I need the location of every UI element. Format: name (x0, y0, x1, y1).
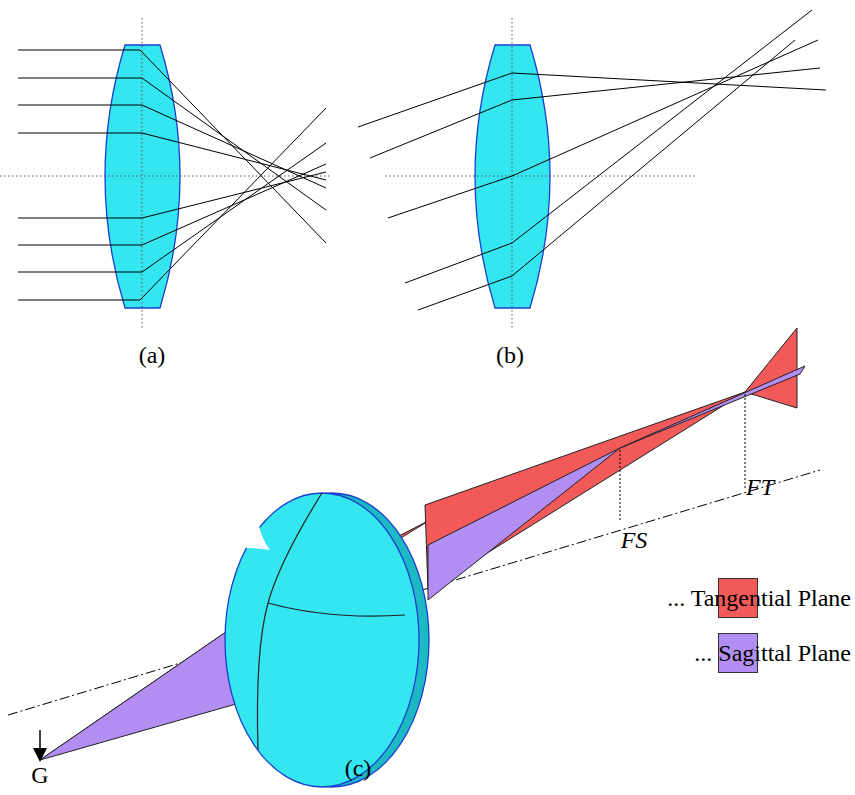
legend-text: ... Sagittal Plane (694, 640, 851, 666)
panel-c (8, 328, 820, 787)
legend-text: ... Tangential Plane (667, 585, 851, 611)
panel-label: (c) (345, 755, 372, 781)
panel-label: (a) (139, 342, 166, 368)
focus-label: FT (746, 474, 774, 500)
panel-a (0, 18, 330, 330)
panel-label: (b) (496, 342, 524, 368)
panel-b (358, 10, 826, 330)
focus-label: FS (621, 527, 648, 553)
object-point-label: G (31, 762, 48, 788)
